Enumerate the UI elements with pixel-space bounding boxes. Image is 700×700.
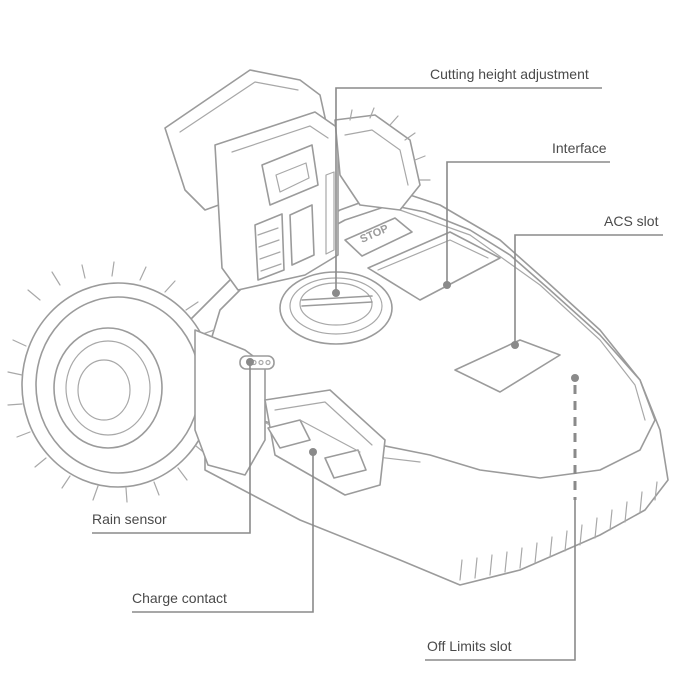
label-charge-contact: Charge contact (132, 590, 227, 606)
rear-handle (214, 111, 339, 291)
leader-dot-cutting-height (332, 289, 340, 297)
leader-cutting-height (335, 87, 602, 293)
cutting-height-dial (279, 271, 393, 345)
right-rear-wheel (334, 107, 431, 211)
charge-contact-module (264, 389, 386, 496)
label-interface: Interface (552, 140, 607, 156)
label-rain-sensor: Rain sensor (92, 511, 167, 527)
leader-off-limits-slot (425, 500, 576, 661)
acs-slot-recess (454, 339, 561, 393)
leader-dot-interface (443, 281, 451, 289)
mower-illustration: STOP (7, 69, 669, 586)
left-wheel (7, 261, 225, 503)
leader-dot-off-limits-slot (571, 374, 579, 382)
leader-lines (92, 87, 663, 661)
label-cutting-height: Cutting height adjustment (430, 66, 589, 82)
leader-dot-rain-sensor (246, 358, 254, 366)
interface-panel (367, 231, 501, 301)
leader-dot-charge-contact (309, 448, 317, 456)
leader-charge-contact (132, 452, 314, 613)
rain-sensor (239, 355, 275, 370)
leader-acs-slot (514, 234, 663, 345)
callout-labels: Cutting height adjustment Interface ACS … (92, 66, 659, 654)
label-acs-slot: ACS slot (604, 213, 659, 229)
label-off-limits-slot: Off Limits slot (427, 638, 512, 654)
bumper-ridges (459, 481, 658, 581)
leader-interface (446, 161, 610, 285)
leader-rain-sensor (92, 362, 251, 534)
leader-dot-acs-slot (511, 341, 519, 349)
